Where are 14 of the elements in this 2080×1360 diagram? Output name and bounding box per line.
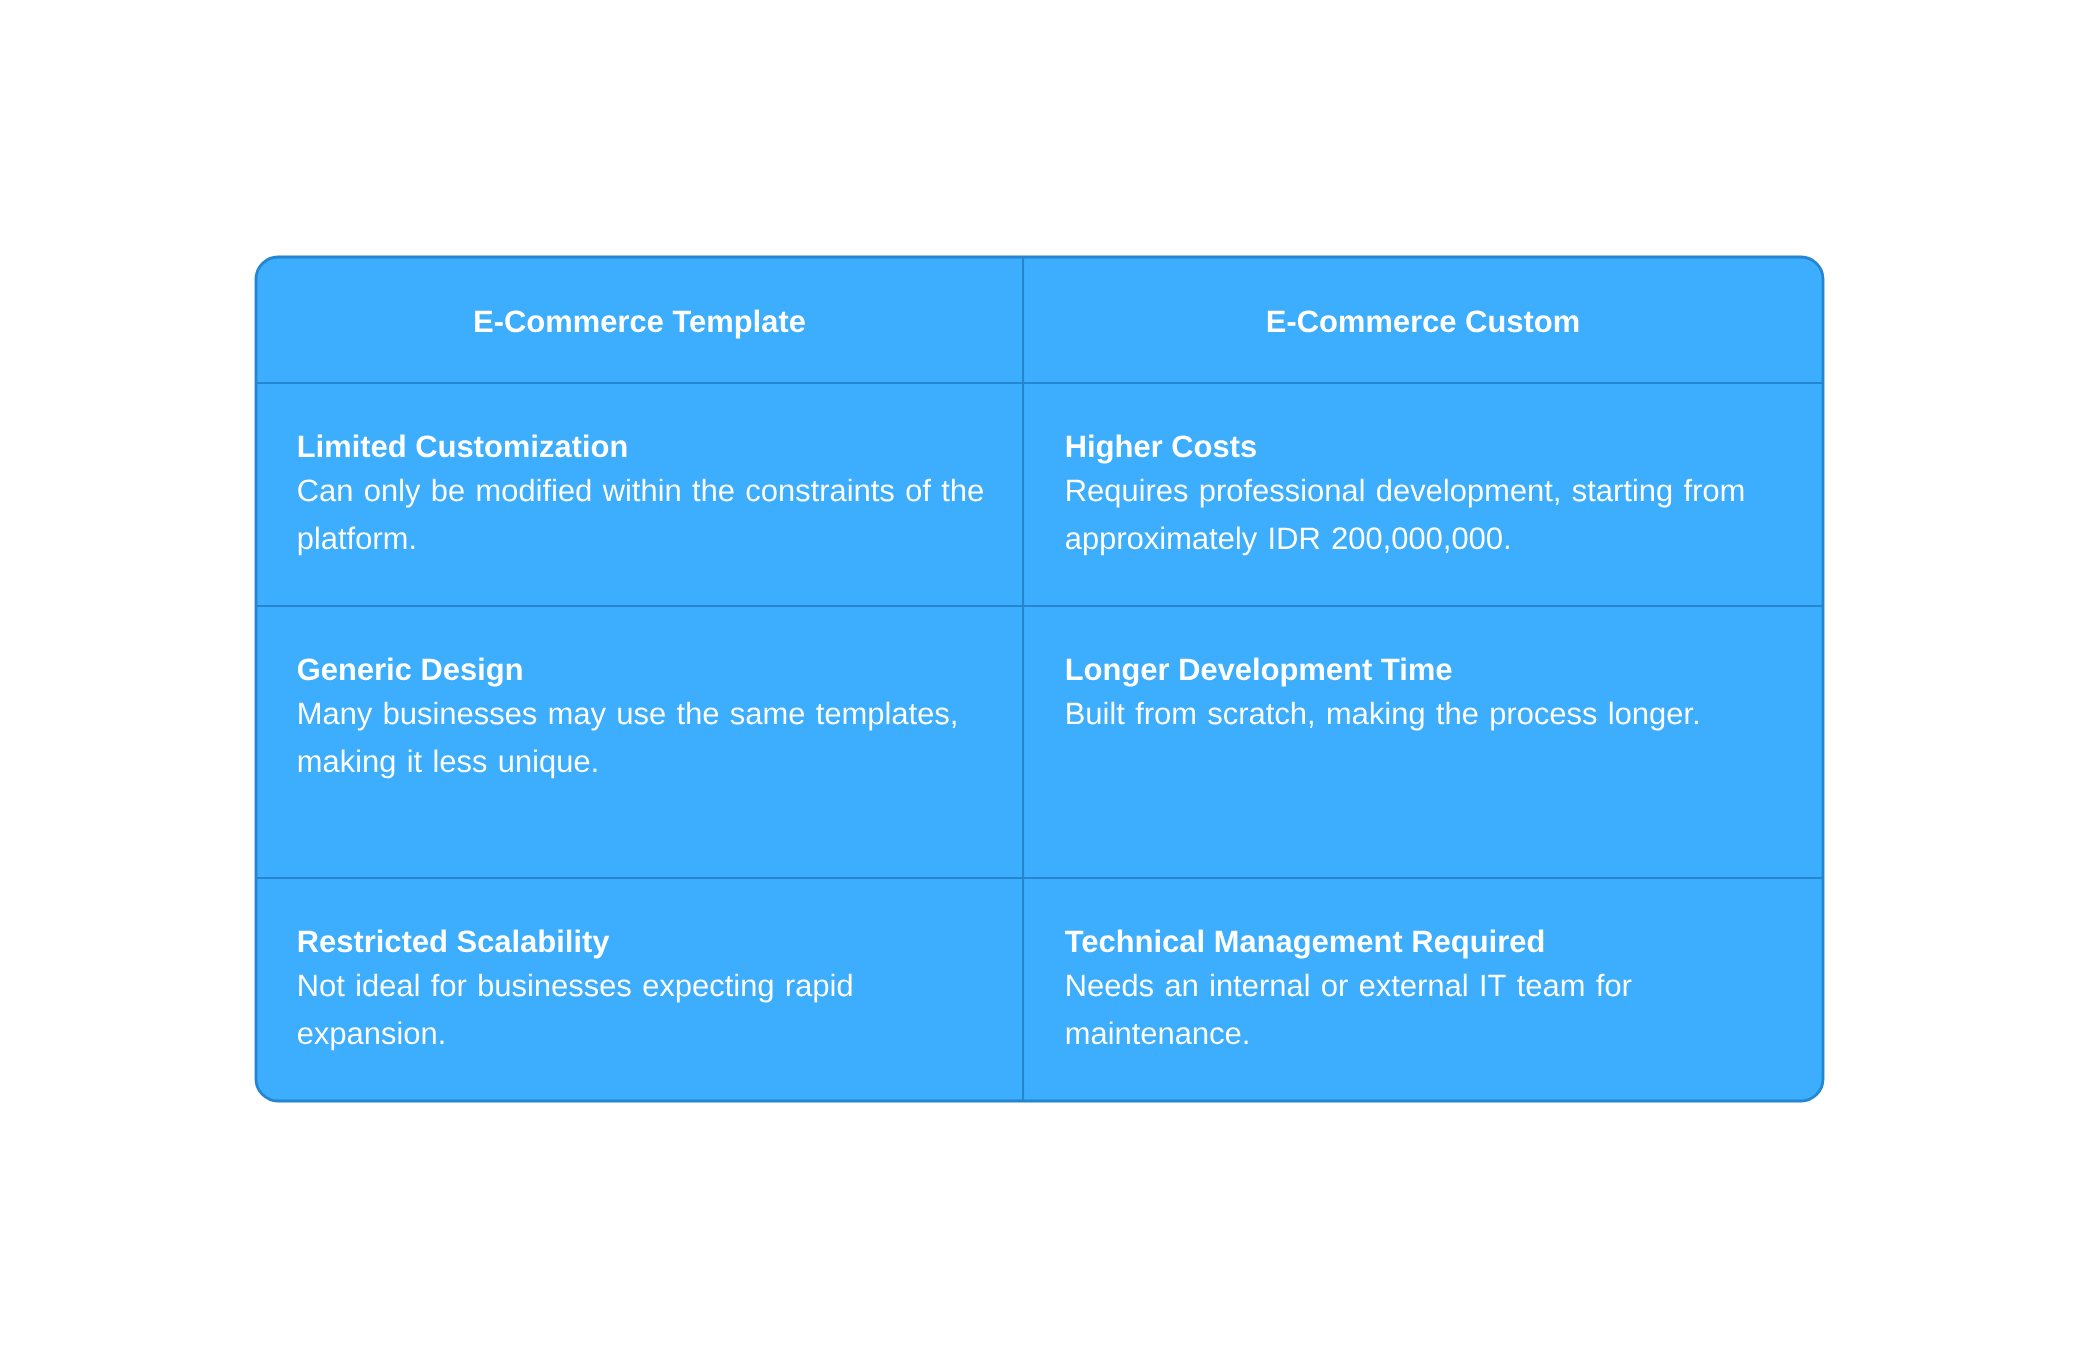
cell-text: Requires professional development, starting from approximately IDR 200,000,000. xyxy=(1066,478,1744,556)
cell-text: Many businesses may use the same templates, making it less unique. xyxy=(298,701,956,779)
cell-text: Can only be modified within the constraints of the platform. xyxy=(298,478,983,556)
cell-heading: Restricted Scalability xyxy=(298,929,610,959)
cell-heading: Limited Customization xyxy=(298,434,627,458)
column-header: E-Commerce Template xyxy=(475,309,805,339)
cell-heading: Generic Design xyxy=(297,657,522,687)
cell-text: Needs an internal or external IT team for maintenance. xyxy=(1066,973,1632,1045)
cell-heading: Technical Management Required xyxy=(1065,929,1544,959)
cell-heading: Longer Development Time xyxy=(1066,657,1452,687)
cell-text: Built from scratch, making the process longer. xyxy=(1067,701,1698,731)
cell-heading: Higher Costs xyxy=(1066,434,1256,464)
cell-text: Not ideal for businesses expecting rapid expansion. xyxy=(298,973,852,1051)
column-header: E-Commerce Custom xyxy=(1267,310,1579,333)
